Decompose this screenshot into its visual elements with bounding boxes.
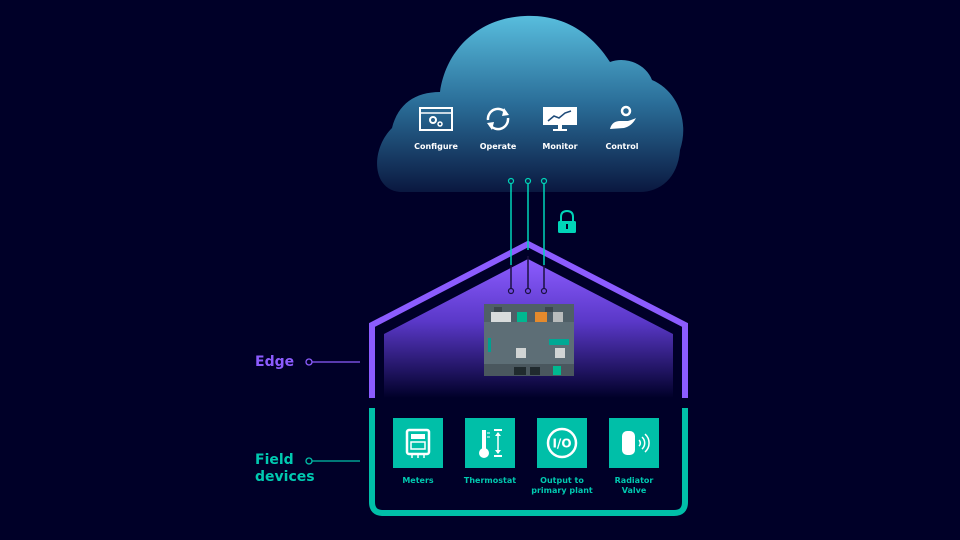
lock-icon <box>558 209 576 233</box>
field-device-label: Radiator Valve <box>594 476 674 496</box>
cloud-shape <box>377 15 684 192</box>
io-tile: I/O <box>537 418 587 468</box>
label-line1: Radiator <box>614 476 654 485</box>
field-devices-outline <box>369 408 688 516</box>
svg-text:I/O: I/O <box>552 437 571 451</box>
config-window-icon <box>419 107 453 131</box>
edge-connector <box>305 358 360 366</box>
thermostat-icon <box>479 429 502 458</box>
field-connector <box>305 457 360 465</box>
label-line1: Thermostat <box>463 476 517 485</box>
cloud-function-label: Control <box>605 142 639 151</box>
field-label-line1: Field <box>255 452 294 468</box>
hand-gear-icon <box>610 105 636 129</box>
edge-controller-device <box>484 304 574 376</box>
field-layer-label: Field devices <box>255 452 315 486</box>
field-device-label: Output to primary plant <box>522 476 602 496</box>
field-device-label: Thermostat <box>450 476 530 486</box>
cloud-function-label: Configure <box>414 142 458 151</box>
radiator-valve-icon <box>622 431 650 455</box>
brand-badge <box>549 339 569 345</box>
radiator-valve-tile <box>609 418 659 468</box>
io-icon: I/O <box>546 427 578 459</box>
monitor-chart-icon <box>543 107 577 131</box>
label-line1: Output to <box>540 476 584 485</box>
label-line2: primary plant <box>531 486 593 495</box>
cloud-function-label: Monitor <box>542 142 578 151</box>
label-line1: Meters <box>402 476 434 485</box>
meters-tile <box>393 418 443 468</box>
field-device-label: Meters <box>378 476 458 486</box>
connection-lines <box>507 177 548 295</box>
meter-icon <box>405 428 431 458</box>
edge-layer-label: Edge <box>255 354 295 370</box>
label-line2: Valve <box>621 486 647 495</box>
thermostat-tile <box>465 418 515 468</box>
refresh-cycle-icon <box>486 107 510 131</box>
field-label-line2: devices <box>255 469 315 485</box>
cloud-function-label: Operate <box>479 142 517 151</box>
